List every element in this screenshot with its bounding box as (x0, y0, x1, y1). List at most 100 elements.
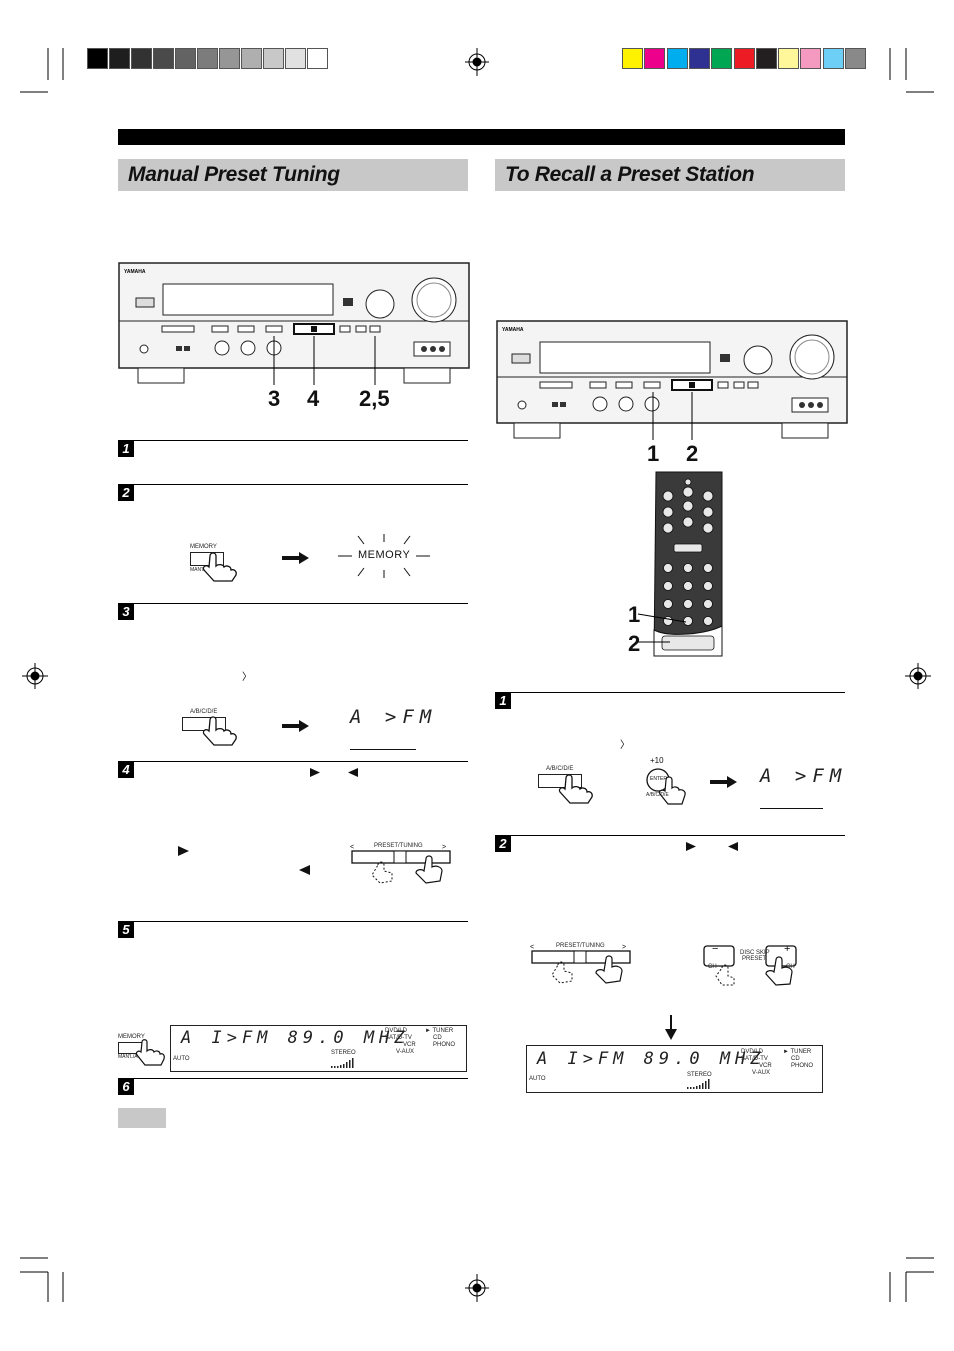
note-label-box (118, 1108, 166, 1128)
display-input-list-right: ► TUNER CD PHONO (425, 1028, 456, 1048)
grayscale-swatch (219, 48, 240, 69)
display-input-dvd-right: DVD/LD (741, 1049, 764, 1055)
callout-4: 4 (307, 386, 320, 411)
svg-text:<: < (530, 944, 534, 951)
grayscale-swatch (241, 48, 262, 69)
display-input-list-left-right: DVD/LD SAT/D-TV VCR V-AUX (741, 1049, 772, 1077)
display-underline (350, 749, 416, 750)
preset-tuning-label-right: PRESET/TUNING (556, 943, 605, 949)
callout-remote-1: 1 (628, 602, 641, 627)
grayscale-swatch (131, 48, 152, 69)
enter-sub-label: A/B/C/D/E (646, 792, 669, 798)
step-rule-6 (118, 1078, 468, 1079)
step-rule-right-2 (495, 835, 845, 836)
arrow-right-icon (282, 720, 309, 732)
display-input-vaux: V-AUX (396, 1049, 415, 1055)
grayscale-swatch (263, 48, 284, 69)
step-number-right-2: 2 (495, 836, 511, 852)
backward-arrow-icon (299, 865, 310, 875)
registration-target-top (465, 48, 489, 76)
preset-tuning-label-left: PRESET/TUNING (374, 843, 423, 849)
registration-target-left (22, 663, 48, 689)
process-color-swatch (778, 48, 800, 69)
disc-skip-label: DISC SKIP (740, 950, 770, 956)
svg-text:>: > (622, 944, 626, 951)
forward-backward-arrow-icons (686, 842, 738, 851)
pressing-hand-icon (135, 1039, 165, 1066)
section-title-recall-preset: To Recall a Preset Station (495, 159, 845, 191)
chevron-glyph-left: 〉 (242, 672, 252, 683)
pressing-hand-icon (202, 716, 237, 746)
step-number-6: 6 (118, 1079, 134, 1095)
grayscale-swatch (175, 48, 196, 69)
disc-skip-preset-illustration (703, 945, 797, 986)
display-frequency-text: A I>FM 89.0 MHZ (181, 1028, 410, 1048)
display-input-sat-right: SAT/D-TV (741, 1056, 768, 1062)
grayscale-swatch (197, 48, 218, 69)
display-frequency-text-right: A I>FM 89.0 MHZ (537, 1049, 766, 1069)
memory-indicator-text: MEMORY (358, 549, 411, 561)
step-rule-3 (118, 603, 468, 604)
display-input-vaux-right: V-AUX (752, 1070, 771, 1076)
step-number-4: 4 (118, 762, 134, 778)
grayscale-swatch (285, 48, 306, 69)
signal-meter-icon (687, 1079, 710, 1089)
arrow-right-icon (282, 552, 309, 564)
display-a-fm-small: A >FM (350, 706, 438, 728)
display-input-phono: PHONO (433, 1042, 456, 1048)
registration-target-bottom (465, 1274, 489, 1302)
process-color-swatch (666, 48, 688, 69)
display-input-list-right-right: ► TUNER CD PHONO (783, 1049, 814, 1069)
disc-skip-preset-label: PRESET (742, 956, 767, 962)
step-number-2: 2 (118, 485, 134, 501)
process-color-swatch (755, 48, 777, 69)
step-number-1: 1 (118, 441, 134, 457)
signal-meter-icon (331, 1058, 354, 1068)
receiver-front-panel-right: YAMAHA (496, 320, 848, 440)
step-rule-1 (118, 440, 468, 441)
display-input-tuner: TUNER (432, 1028, 454, 1034)
minus-label: − (712, 943, 719, 955)
display-input-list-left: DVD/LD SAT/D-TV VCR V-AUX (385, 1028, 416, 1056)
preset-tuning-slider-illustration-right: < > (530, 944, 631, 984)
full-display-left: A I>FM 89.0 MHZ AUTO STEREO DVD/LD SAT/D… (170, 1025, 467, 1072)
display-input-cd-right: CD (791, 1056, 800, 1062)
display-input-tuner-right: TUNER (790, 1049, 812, 1055)
process-color-swatch (644, 48, 666, 69)
grayscale-swatch (307, 48, 328, 69)
callout-3: 3 (268, 386, 281, 411)
pressing-hand-icon (202, 552, 237, 582)
pressing-hand-icon (558, 774, 593, 804)
step-rule-2 (118, 484, 468, 485)
display-auto-label-right: AUTO (529, 1076, 546, 1082)
step-rule-right-1 (495, 692, 845, 693)
enter-label: ENTER (650, 776, 667, 782)
grayscale-swatch (153, 48, 174, 69)
enter-button-illustration (646, 768, 686, 805)
enter-top-label: +10 (650, 756, 664, 765)
display-a-fm-small-right: A >FM (760, 765, 848, 787)
display-input-vcr: VCR (403, 1042, 416, 1048)
chevron-glyph-right: 〉 (620, 740, 630, 751)
remote-control-illustration (653, 471, 723, 657)
ch-label-minus: CH (708, 964, 717, 970)
display-input-vcr-right: VCR (759, 1063, 772, 1069)
callout-unit-2: 2 (686, 441, 699, 466)
process-color-swatch (622, 48, 643, 69)
process-color-swatch (711, 48, 733, 69)
section-title-manual-preset: Manual Preset Tuning (118, 159, 468, 191)
step-number-3: 3 (118, 604, 134, 620)
memory-button-label-small: MEMORY (118, 1034, 145, 1040)
preset-tuning-slider-illustration: < > (350, 844, 451, 884)
process-color-swatch (822, 48, 844, 69)
abcde-button-label-right: A/B/C/D/E (546, 766, 574, 772)
grayscale-swatch (109, 48, 130, 69)
step-number-right-1: 1 (495, 693, 511, 709)
process-color-swatch (800, 48, 822, 69)
display-input-dvd: DVD/LD (385, 1028, 408, 1034)
display-stereo-label-right: STEREO (687, 1072, 712, 1078)
process-color-swatch (733, 48, 755, 69)
display-input-cd: CD (433, 1035, 442, 1041)
step-rule-5 (118, 921, 468, 922)
